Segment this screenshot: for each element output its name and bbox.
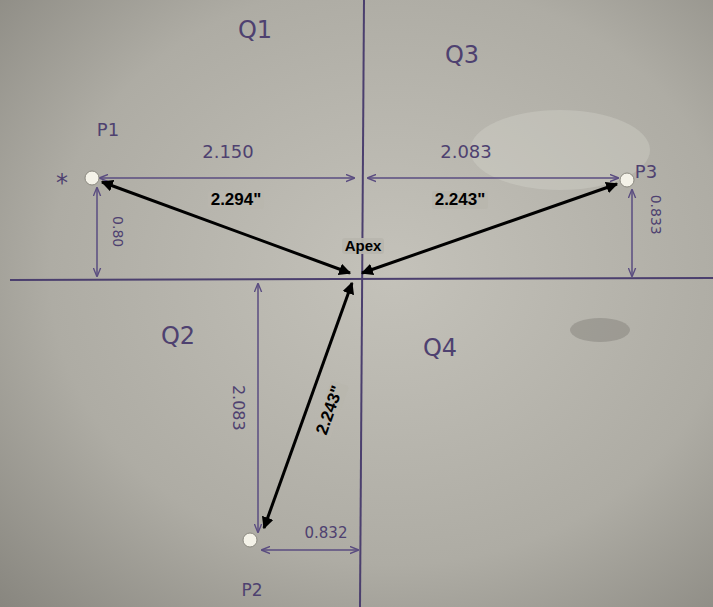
pin-label: P2 [238, 581, 265, 600]
quadrant-label: Q3 [442, 42, 482, 68]
dimension-line [368, 177, 618, 179]
pin-dot [243, 533, 257, 547]
dimension-line [100, 177, 354, 179]
pin-label: P3 [632, 162, 660, 182]
quadrant-label: Q4 [420, 335, 460, 361]
measurement-arrow [362, 184, 617, 273]
measurement-arrow [264, 283, 352, 528]
dimension-value: 2.083 [229, 382, 247, 434]
measurement-arrow [102, 182, 350, 273]
mark-symbol: * [53, 170, 71, 196]
quadrant-label: Q2 [158, 323, 198, 349]
measurement-value: 2.243" [432, 191, 489, 210]
quadrant-label: Q1 [235, 17, 275, 43]
pin-dot [620, 173, 634, 187]
dimension-line [257, 284, 259, 532]
apex-label: Apex [342, 238, 385, 255]
dimension-value: 0.832 [302, 525, 351, 542]
dimension-value: 0.80 [110, 213, 125, 250]
dimension-value: 2.150 [199, 142, 257, 162]
dimension-line [96, 188, 98, 276]
vertical-axis-line [360, 0, 364, 607]
dimension-value: 0.833 [647, 192, 662, 238]
pin-dot [85, 171, 99, 185]
dimension-value: 2.083 [437, 142, 495, 162]
measurement-value: 2.243" [312, 380, 349, 440]
measurement-value: 2.294" [208, 191, 265, 210]
dimension-line [262, 549, 358, 551]
pin-label: P1 [94, 120, 122, 140]
dimension-line [631, 190, 633, 276]
horizontal-axis-line [10, 278, 713, 280]
stain [570, 318, 630, 342]
